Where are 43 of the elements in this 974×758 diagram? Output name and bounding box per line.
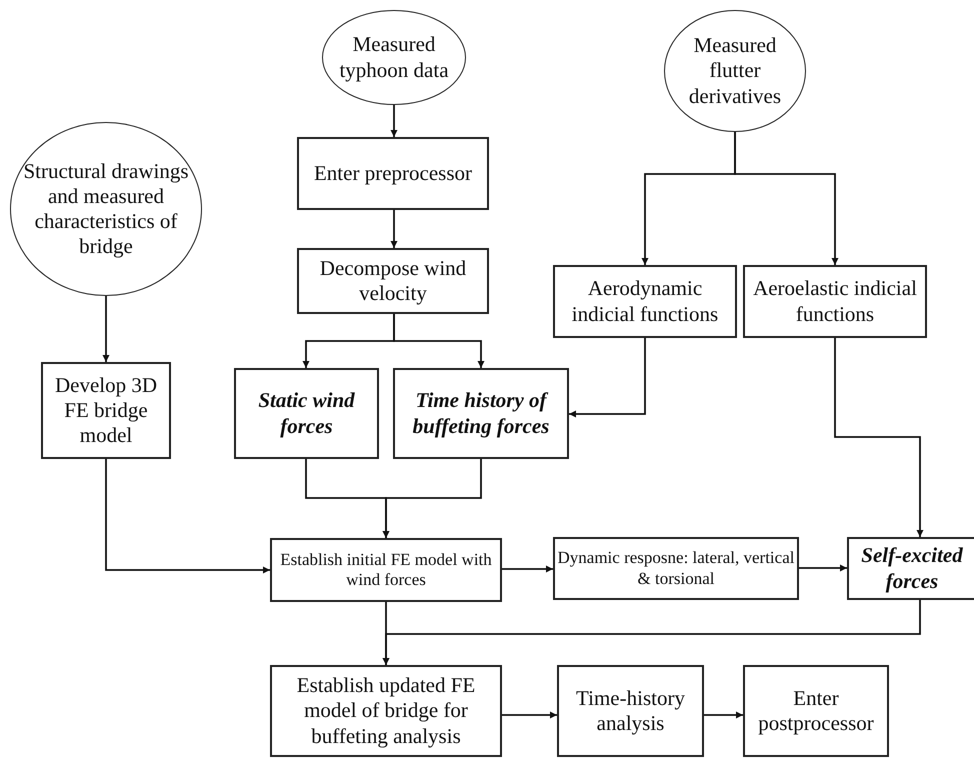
arrow: [390, 210, 398, 248]
arrow: [390, 105, 398, 137]
node-text: Static wind forces: [257, 388, 356, 439]
node-text: Measured typhoon data: [338, 32, 450, 83]
node-text: Self-excited forces: [860, 543, 964, 594]
process-box: [553, 265, 737, 338]
arrow: [502, 712, 557, 718]
process-box: [297, 248, 489, 314]
node-text: Aerodynamic indicial functions: [570, 276, 720, 327]
node-text: Time history of buffeting forces: [412, 388, 550, 439]
process-box: [847, 537, 974, 600]
process-box: [553, 537, 799, 600]
node-text: Decompose wind velocity: [318, 256, 468, 306]
process-box: [297, 137, 489, 210]
arrow: [102, 296, 110, 362]
arrow: [704, 712, 743, 718]
process-box: [234, 368, 379, 459]
arrow: [799, 564, 847, 572]
node-text: Aeroelastic indicial functions: [752, 276, 918, 327]
node-text: Measured flutter derivatives: [688, 33, 782, 109]
node-text: Time-history analysis: [575, 686, 686, 736]
arrow: [393, 314, 484, 368]
arrow: [569, 338, 646, 418]
process-box: [557, 665, 704, 757]
process-box: [743, 265, 927, 338]
process-box: [743, 665, 889, 757]
arrow: [502, 566, 553, 572]
process-box: [41, 362, 171, 459]
node-text: Enter postprocessor: [757, 686, 875, 736]
arrow: [382, 459, 482, 538]
arrow: [105, 459, 270, 574]
node-text: Establish updated FE model of bridge for buffeting analysis: [296, 673, 476, 749]
node-text: Develop 3D FE bridge model: [54, 372, 158, 448]
process-box: [270, 665, 502, 757]
node-text: Establish initial FE model with wind forces: [279, 550, 493, 590]
process-box: [393, 368, 569, 459]
node-text: Structural drawings and measured characteristics of bridge: [22, 158, 190, 260]
process-box: [270, 538, 502, 602]
node-text: Enter preprocessor: [314, 160, 472, 186]
arrow: [382, 600, 921, 665]
arrow: [734, 132, 838, 265]
arrow: [834, 338, 924, 537]
node-text: Dynamic resposne: lateral, vertical & torsional: [557, 548, 795, 589]
